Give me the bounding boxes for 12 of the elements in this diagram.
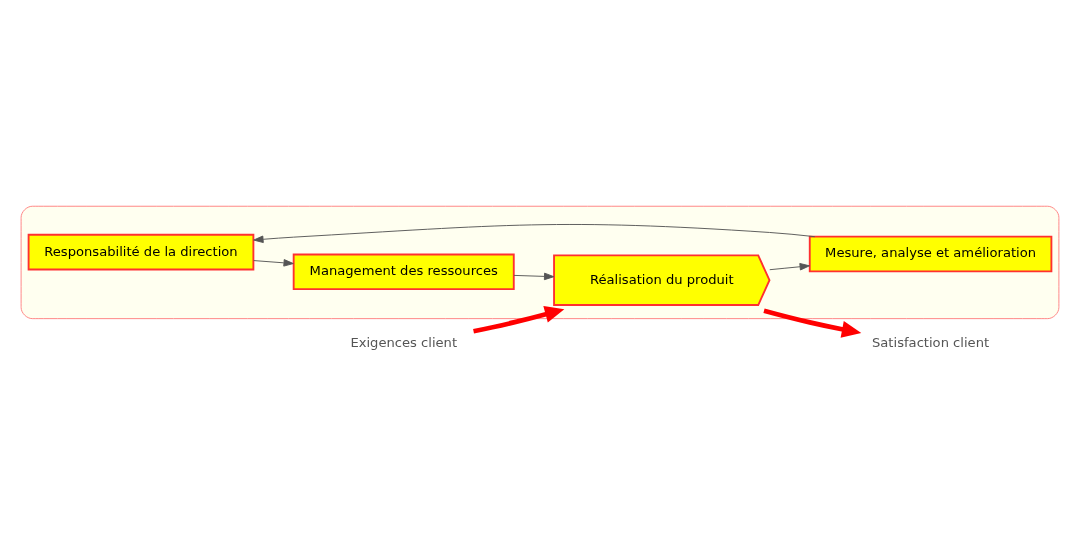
arrow <box>253 258 294 267</box>
arrow <box>253 223 816 243</box>
cluster <box>20 205 1060 319</box>
node-text: Exigences client <box>350 334 458 350</box>
node-box: Management des ressources <box>292 253 515 290</box>
node-box: Mesure, analyse et amélioration <box>808 235 1053 272</box>
arrow <box>769 262 810 270</box>
arrow <box>473 305 565 334</box>
arrow <box>763 307 862 338</box>
arrow <box>513 272 555 280</box>
node-box: Responsabilité de la direction <box>27 233 255 270</box>
node-text: Satisfaction client <box>872 334 990 350</box>
